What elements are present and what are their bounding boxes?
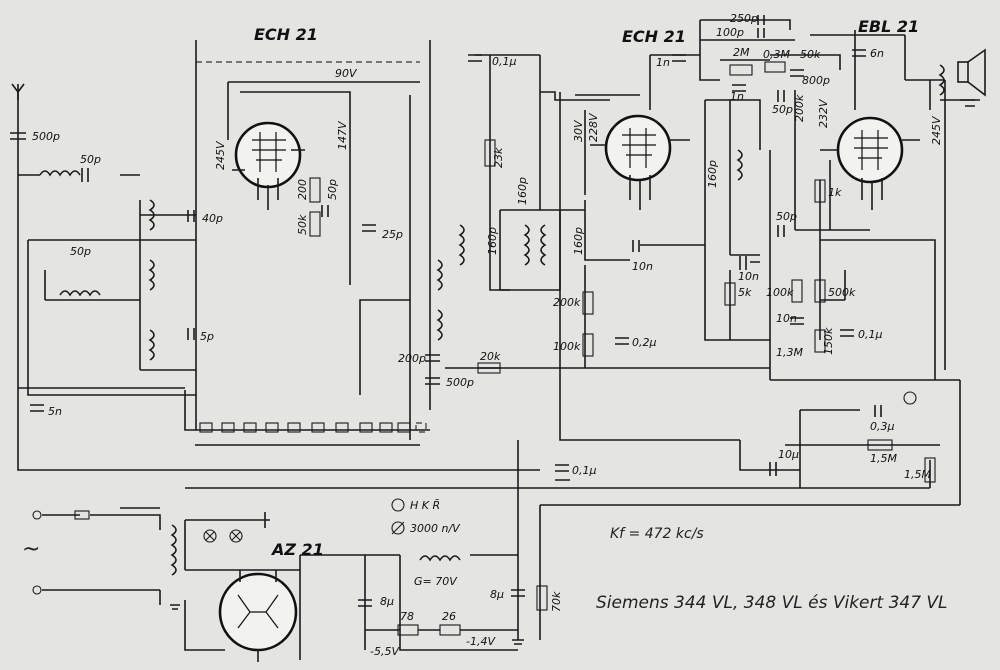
voltage-minus-1-4: -1,4V (466, 635, 496, 648)
mains-tilde: ~ (22, 537, 40, 562)
label-c100p: 100p (716, 26, 744, 39)
label-c02u: 0,2µ (632, 336, 657, 349)
label-r150k: 150k (822, 327, 835, 355)
label-c50p-b: 50p (70, 245, 91, 258)
tube-label-az21: AZ 21 (270, 540, 324, 559)
label-r20k: 20k (480, 350, 501, 363)
label-r15m-a: 1,5M (870, 452, 897, 465)
label-c40p: 40p (202, 212, 223, 225)
label-r5k: 5k (738, 286, 752, 299)
label-r15m-b: 1,5M (904, 468, 931, 481)
voltage-90v: 90V (335, 67, 358, 80)
wiring (11, 19, 975, 660)
label-c1n-a: 1n (656, 56, 670, 69)
ground-symbols (32, 261, 917, 645)
tube-ebl21 (820, 116, 920, 210)
voltage-labels: 90V 245V 147V 30V 228V 232V 245V G= 70V … (214, 67, 943, 658)
voltage-147v: 147V (336, 120, 349, 150)
tube-labels: ECH 21 ECH 21 EBL 21 AZ 21 (254, 17, 919, 559)
label-c500p-b: 500p (446, 376, 474, 389)
label-c160p-c: 160p (706, 160, 719, 188)
label-c160p-a: 160p (486, 227, 499, 255)
component-labels: 500p 50p 50p 40p 5p 5n 200 50p 50k 25p 0… (32, 12, 931, 623)
label-r200k-b: 200k (553, 296, 581, 309)
voltage-232v: 232V (817, 98, 830, 128)
label-c10n-b: 10n (738, 270, 759, 283)
label-c50p-c: 50p (326, 179, 339, 200)
label-c5n: 5n (48, 405, 62, 418)
label-c250p: 250p (730, 12, 758, 25)
resistors (309, 61, 936, 636)
coils (39, 64, 945, 576)
label-r70k: 70k (550, 591, 563, 612)
label-c5p: 5p (200, 330, 214, 343)
label-c1n-b: 1n (730, 90, 744, 103)
label-c01u-c: 0,1µ (572, 464, 597, 477)
label-r100k-b: 100k (553, 340, 581, 353)
voltage-245v-a: 245V (214, 140, 227, 170)
label-r13m: 1,3M (776, 346, 803, 359)
tube-az21 (218, 570, 298, 662)
tube-label-ech21-a: ECH 21 (254, 25, 318, 44)
voltage-245v-b: 245V (930, 115, 943, 145)
tube-label-ech21-b: ECH 21 (622, 27, 686, 46)
band-switch (199, 422, 427, 433)
tube-ech21-b (590, 114, 690, 210)
label-c10n-a: 10n (632, 260, 653, 273)
label-r50k: 50k (296, 214, 309, 235)
label-r2m: 2M (733, 46, 750, 59)
voltage-228v: 228V (587, 112, 600, 142)
label-c01u-b: 0,1µ (858, 328, 883, 341)
label-r26: 26 (442, 610, 456, 623)
legend-speed: 3000 n/V (410, 522, 461, 535)
loudspeaker-icon (957, 48, 986, 107)
legend: H K R̄ 3000 n/V Kf = 472 kc/s ~ (22, 499, 704, 562)
label-r100k-a: 100k (766, 286, 794, 299)
label-c50p-e: 50p (776, 210, 797, 223)
label-c8u-a: 8µ (380, 595, 394, 608)
label-c50p-a: 50p (80, 153, 101, 166)
diagram-caption: Siemens 344 VL, 348 VL és Vikert 347 VL (596, 593, 948, 613)
voltage-30v: 30V (572, 119, 585, 142)
label-c8u-b: 8µ (490, 588, 504, 601)
label-c10n-c: 10n (776, 312, 797, 325)
voltage-minus-5-5: -5,5V (370, 645, 400, 658)
label-c03u: 0,3µ (870, 420, 895, 433)
label-c50p-d: 50p (772, 103, 793, 116)
label-r200k-a: 200k (793, 94, 806, 122)
label-r23k: 23k (492, 147, 505, 168)
legend-kf: Kf = 472 kc/s (610, 526, 704, 542)
label-c25p: 25p (382, 228, 403, 241)
label-r1k: 1k (828, 186, 842, 199)
label-r78: 78 (400, 610, 414, 623)
label-c160p-d: 160p (516, 177, 529, 205)
label-r500k: 500k (828, 286, 856, 299)
label-c01u-a: 0,1µ (492, 55, 517, 68)
legend-hkr: H K R̄ (410, 499, 440, 512)
tube-label-ebl21: EBL 21 (858, 17, 919, 36)
label-r50k-b: 50k (800, 48, 821, 61)
capacitors (10, 15, 882, 607)
label-r03m: 0,3M (763, 48, 790, 61)
label-c160p-b: 160p (572, 227, 585, 255)
label-c200p: 200p (398, 352, 426, 365)
label-r200: 200 (296, 179, 309, 200)
label-c800p: 800p (802, 74, 830, 87)
label-c500p-ant: 500p (32, 130, 60, 143)
label-c10u: 10µ (778, 448, 799, 461)
voltage-g70: G= 70V (414, 575, 458, 588)
label-c6n: 6n (870, 47, 884, 60)
tube-ech21-a (232, 121, 305, 210)
